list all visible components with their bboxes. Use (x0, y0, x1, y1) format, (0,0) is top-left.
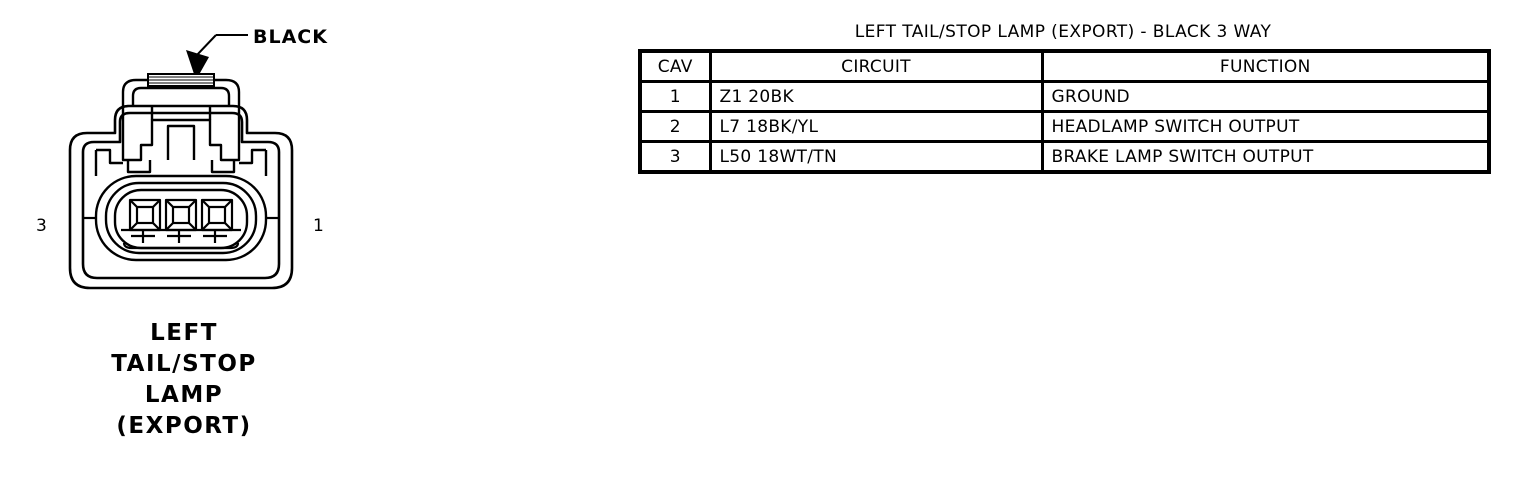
caption-line-1: LEFT (150, 320, 218, 346)
connector-side-steps (94, 148, 268, 176)
cell-function: BRAKE LAMP SWITCH OUTPUT (1040, 140, 1491, 174)
header-cav: CAV (638, 49, 712, 83)
caption-line-2: TAIL/STOP (111, 351, 257, 377)
caption-line-4: (EXPORT) (116, 413, 252, 439)
connector-diagram-panel: BLACK 3 1 LEFT TAIL/STOP LAMP (EXPORT) (0, 0, 620, 488)
connector-keyway (121, 106, 241, 174)
cell-function: HEADLAMP SWITCH OUTPUT (1040, 110, 1491, 143)
cell-cav: 1 (638, 80, 712, 113)
table-header-row: CAV CIRCUIT FUNCTION (638, 49, 1491, 83)
caption-line-3: LAMP (144, 382, 224, 408)
cavity-floor-plate (121, 228, 241, 250)
header-circuit: CIRCUIT (708, 49, 1044, 83)
cell-circuit: Z1 20BK (708, 80, 1044, 113)
connector-body (68, 104, 294, 290)
cell-function: GROUND (1040, 80, 1491, 113)
cell-circuit: L50 18WT/TN (708, 140, 1044, 174)
cell-circuit: L7 18BK/YL (708, 110, 1044, 143)
cell-cav: 3 (638, 140, 712, 174)
table-row: 2 L7 18BK/YL HEADLAMP SWITCH OUTPUT (638, 110, 1491, 143)
table-row: 1 Z1 20BK GROUND (638, 80, 1491, 113)
cavity-table-panel: LEFT TAIL/STOP LAMP (EXPORT) - BLACK 3 W… (638, 22, 1491, 174)
connector-caption: LEFT TAIL/STOP LAMP (EXPORT) (0, 318, 368, 442)
connector-drawing (68, 34, 294, 290)
header-function: FUNCTION (1040, 49, 1491, 83)
table-title: LEFT TAIL/STOP LAMP (EXPORT) - BLACK 3 W… (854, 22, 1272, 42)
pin-number-3: 3 (36, 216, 47, 236)
cell-cav: 2 (638, 110, 712, 143)
terminal-cavities (128, 198, 234, 243)
table-row: 3 L50 18WT/TN BRAKE LAMP SWITCH OUTPUT (638, 140, 1491, 174)
pin-number-1: 1 (313, 216, 324, 236)
black-callout-leader (186, 34, 248, 80)
callout-arrowhead (186, 50, 209, 80)
black-callout-label: BLACK (253, 26, 328, 48)
cavity-table: CAV CIRCUIT FUNCTION 1 Z1 20BK GROUND 2 … (638, 49, 1491, 174)
latch-ribbed-tab (147, 73, 215, 87)
